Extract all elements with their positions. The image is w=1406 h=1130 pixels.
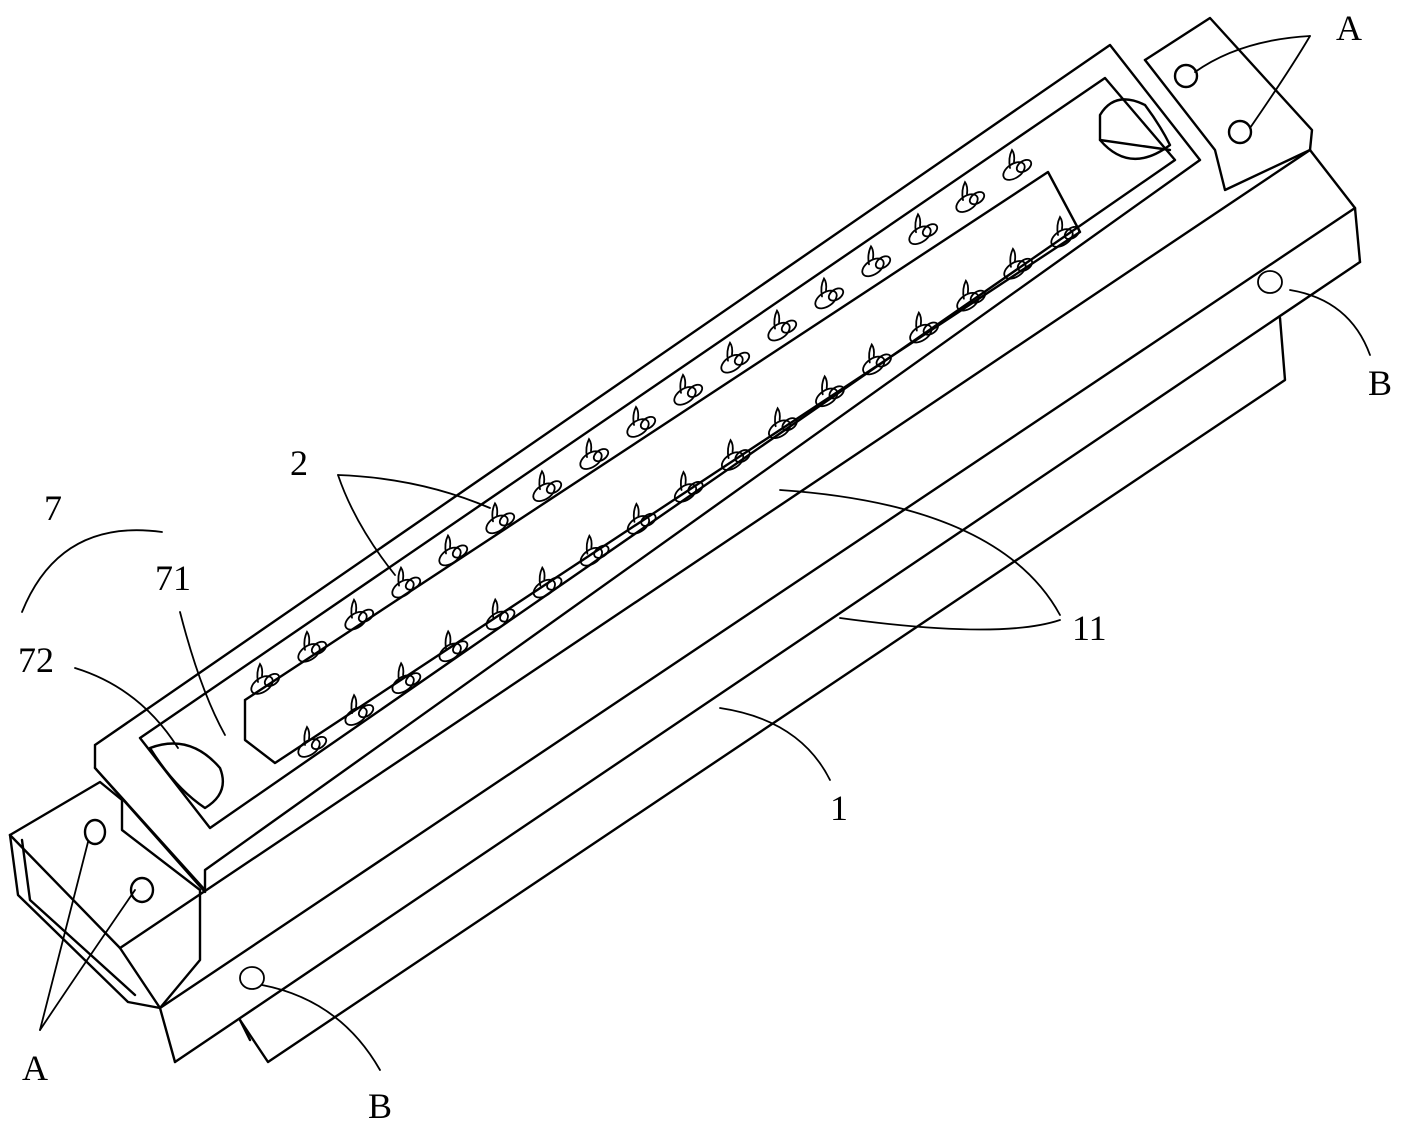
leader-11-a — [779, 489, 1061, 616]
bottom-contact-pin — [862, 342, 892, 376]
hole-b-right — [1257, 270, 1283, 294]
top-contact-pin — [579, 437, 610, 470]
guide-post-right — [1098, 98, 1172, 160]
leader-b-bottom — [261, 984, 381, 1071]
bottom-contact-pin — [297, 725, 328, 758]
bottom-contact-pin — [579, 534, 610, 567]
bottom-contact-pin — [673, 470, 704, 503]
center-rib — [243, 170, 1082, 765]
bottom-contact-pin — [1050, 215, 1081, 248]
top-contact-pin — [297, 630, 328, 663]
label-72: 72 — [18, 640, 54, 680]
mounting-hole-a3 — [1173, 63, 1199, 89]
top-contact-pin — [861, 244, 892, 278]
leader-71 — [179, 611, 226, 736]
skirt-step — [238, 1018, 252, 1042]
top-contact-pin — [485, 501, 516, 535]
label-7: 7 — [44, 488, 62, 528]
housing-top-edge-front — [158, 206, 1357, 1010]
mounting-hole-a2 — [129, 876, 155, 904]
top-contact-pin — [767, 308, 798, 342]
mounting-hole-a1 — [83, 818, 107, 846]
leader-a-top-1 — [1194, 35, 1311, 73]
left-flange-front — [8, 833, 162, 1010]
bottom-contact-pin — [626, 502, 657, 535]
leader-2-a — [337, 474, 491, 509]
top-contact-pin — [532, 469, 563, 503]
bottom-contact-pin — [956, 279, 986, 312]
leader-11-b — [839, 617, 1061, 631]
top-contact-pin — [1002, 148, 1033, 181]
right-flange-outline — [1143, 16, 1314, 152]
label-a-bottom: A — [22, 1048, 48, 1088]
housing-bottom-edge — [173, 260, 1362, 1064]
label-a-top: A — [1336, 8, 1362, 48]
top-contact-pin — [438, 533, 469, 567]
label-b-bottom: B — [368, 1086, 392, 1125]
bottom-contact-pin — [344, 693, 375, 726]
label-11: 11 — [1072, 608, 1107, 648]
top-contact-pin — [391, 565, 422, 599]
housing-body — [118, 148, 1362, 1064]
bottom-contact-pin — [532, 565, 563, 599]
leader-a-top-2 — [1249, 35, 1311, 129]
leader-1 — [719, 707, 831, 781]
left-flange-outline — [8, 780, 202, 1010]
leader-b-right — [1289, 289, 1371, 356]
label-1: 1 — [830, 788, 848, 828]
housing-skirt — [238, 316, 1287, 1064]
bottom-contact-pin — [1003, 247, 1034, 280]
top-contact-pin — [908, 212, 939, 246]
bottom-contact-pin — [768, 406, 798, 440]
bottom-contact-pin — [438, 629, 469, 663]
right-flange-notch — [1143, 58, 1312, 192]
label-2: 2 — [290, 443, 308, 483]
housing-right-end — [1308, 148, 1362, 264]
leader-a-bottom-1 — [39, 841, 89, 1031]
bottom-contact-pin — [391, 661, 422, 695]
reference-labels: A B 2 7 71 72 11 1 A B — [18, 8, 1392, 1126]
bottom-contact-pin — [909, 310, 939, 344]
pin-row-bottom — [297, 215, 1081, 758]
bottom-contact-pin — [720, 438, 751, 471]
frame-inner — [138, 76, 1177, 830]
leader-72 — [74, 667, 179, 749]
rib-top — [243, 170, 1082, 765]
top-contact-pin — [250, 662, 281, 695]
leader-a-bottom-2 — [39, 889, 136, 1031]
right-flange — [1143, 16, 1314, 192]
top-contact-pin — [955, 180, 986, 213]
top-contact-pin — [626, 405, 657, 438]
hole-b-bottom — [239, 966, 265, 990]
pin-row-top — [250, 148, 1033, 695]
bottom-contact-pin — [815, 374, 845, 408]
top-contact-pin — [720, 341, 751, 374]
guide-post-72 — [148, 742, 225, 810]
left-flange — [8, 780, 202, 1010]
frame-outer-side — [93, 766, 207, 894]
leader-7 — [21, 529, 163, 613]
housing-top-edge-back — [118, 148, 1312, 950]
top-contact-pin — [814, 276, 845, 310]
label-71: 71 — [155, 558, 191, 598]
top-contact-pin — [673, 373, 704, 406]
mounting-hole-a4 — [1227, 119, 1253, 145]
left-flange-inner — [20, 838, 137, 997]
frame-outer — [93, 43, 1202, 892]
top-contact-pin — [344, 598, 375, 631]
bottom-contact-pin — [485, 597, 516, 631]
label-b-right: B — [1368, 363, 1392, 403]
leader-2-b — [337, 474, 396, 576]
leader-lines — [21, 35, 1371, 1071]
connector-frame — [93, 43, 1202, 894]
